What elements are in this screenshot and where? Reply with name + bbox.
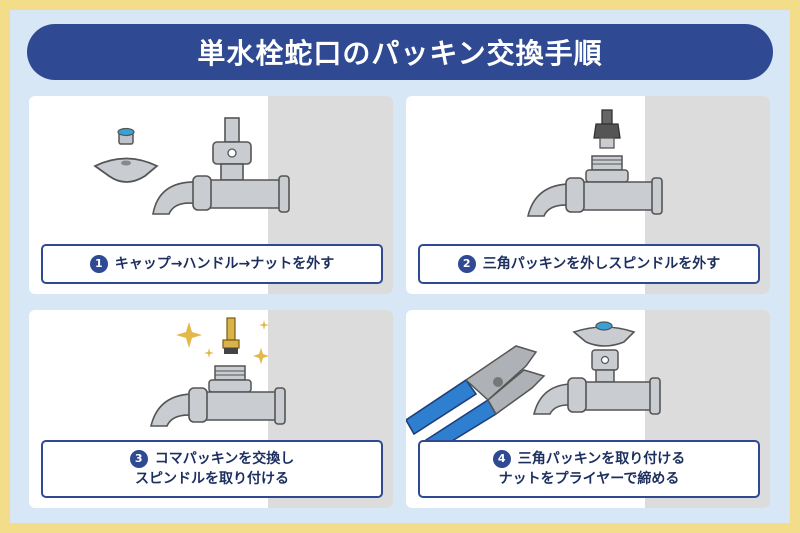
step-3-text-line-1: コマパッキンを交換し	[154, 451, 295, 467]
step-1-text: キャップ→ハンドル→ナットを外す	[114, 256, 335, 272]
step-4-caption: 4 三角パッキンを取り付ける ナットをプライヤーで締める	[418, 440, 760, 498]
step-number-badge: 4	[492, 450, 511, 468]
page-title: 単水栓蛇口のパッキン交換手順	[197, 37, 603, 70]
pliers-icon	[406, 345, 546, 454]
faucet-new-washer-illustration	[149, 317, 286, 427]
step-number-badge: 3	[129, 450, 148, 468]
faucet-pliers-illustration	[406, 321, 661, 454]
faucet-spindle-removed-illustration	[526, 109, 663, 217]
faucet-disassembled-illustration	[93, 117, 290, 215]
step-2-panel: 2 三角パッキンを外しスピンドルを外す	[406, 96, 770, 294]
step-2-text: 三角パッキンを外しスピンドルを外す	[482, 256, 721, 272]
step-4-text-line-2: ナットをプライヤーで締める	[498, 471, 680, 487]
spindle-icon	[222, 317, 240, 354]
step-3-caption: 3 コマパッキンを交換し スピンドルを取り付ける	[41, 440, 383, 498]
title-banner: 単水栓蛇口のパッキン交換手順	[27, 24, 773, 80]
spindle-icon	[593, 109, 621, 149]
step-1-panel: 1 キャップ→ハンドル→ナットを外す	[29, 96, 393, 294]
cap-icon	[117, 127, 135, 145]
step-3-panel: 3 コマパッキンを交換し スピンドルを取り付ける	[29, 310, 393, 508]
handle-icon	[93, 157, 159, 183]
step-4-text-line-1: 三角パッキンを取り付ける	[517, 451, 686, 467]
step-number-badge: 1	[89, 255, 108, 273]
step-3-text-line-2: スピンドルを取り付ける	[135, 471, 289, 487]
handle-icon	[572, 321, 636, 347]
step-4-panel: 4 三角パッキンを取り付ける ナットをプライヤーで締める	[406, 310, 770, 508]
sparkle-icon	[176, 320, 269, 364]
step-1-caption: 1 キャップ→ハンドル→ナットを外す	[41, 244, 383, 284]
step-2-caption: 2 三角パッキンを外しスピンドルを外す	[418, 244, 760, 284]
step-number-badge: 2	[457, 255, 476, 273]
